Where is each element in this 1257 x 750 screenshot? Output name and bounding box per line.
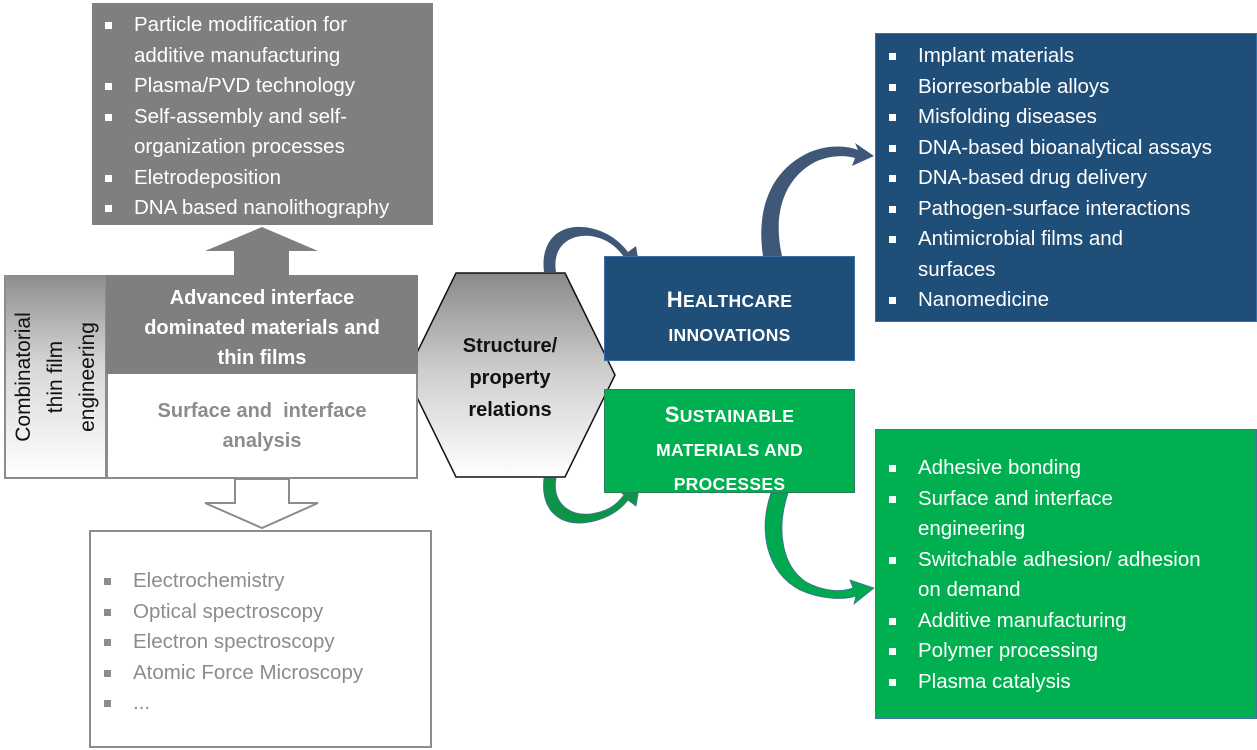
list-item: Switchable adhesion/ adhesion bbox=[876, 545, 1256, 576]
healthcare-title-line-2: INNOVATIONS bbox=[668, 325, 791, 345]
surface-analysis-line-1: Surface and interface bbox=[157, 400, 367, 422]
sustainable-topics-box: Adhesive bonding Surface and interface e… bbox=[875, 429, 1257, 719]
list-item: Electron spectroscopy bbox=[91, 627, 430, 658]
healthcare-innovations-box: HEALTHCARE INNOVATIONS bbox=[604, 256, 855, 361]
list-item: ... bbox=[91, 688, 430, 719]
combinatorial-engineering-box: Combinatorial thin film engineering bbox=[4, 275, 107, 479]
list-item: DNA based nanolithography bbox=[92, 193, 433, 224]
sustainable-title-line-2: MATERIALS AND bbox=[656, 440, 803, 460]
sustainable-topics-list: Adhesive bonding Surface and interface e… bbox=[876, 453, 1256, 697]
surface-analysis-line-2: analysis bbox=[222, 430, 302, 452]
combinatorial-line-3: engineering bbox=[75, 322, 99, 432]
analysis-methods-box: Electrochemistry Optical spectroscopy El… bbox=[89, 530, 432, 748]
healthcare-title-line-1: HEALTHCARE bbox=[666, 287, 793, 312]
list-item: Adhesive bonding bbox=[876, 453, 1256, 484]
healthcare-topics-list: Implant materials Biorresorbable alloys … bbox=[876, 41, 1256, 316]
list-item: Surface and interface bbox=[876, 484, 1256, 515]
list-item: DNA-based bioanalytical assays bbox=[876, 133, 1256, 164]
curved-arrow-to-healthcare-list-icon bbox=[761, 143, 874, 256]
fabrication-methods-box: Particle modification for additive manuf… bbox=[92, 3, 433, 225]
list-item: Pathogen-surface interactions bbox=[876, 194, 1256, 225]
list-item: Optical spectroscopy bbox=[91, 597, 430, 628]
hexagon-line-2: property bbox=[469, 367, 551, 389]
sustainable-title-line-3: PROCESSES bbox=[673, 474, 786, 494]
list-item: Antimicrobial films and bbox=[876, 224, 1256, 255]
list-item: Additive manufacturing bbox=[876, 606, 1256, 637]
list-item-continuation: on demand bbox=[918, 578, 1021, 601]
list-item: Atomic Force Microscopy bbox=[91, 658, 430, 689]
list-item: Biorresorbable alloys bbox=[876, 72, 1256, 103]
list-item: Particle modification for bbox=[92, 10, 433, 41]
curved-arrow-to-sustainable-list-icon bbox=[764, 492, 875, 606]
list-item: Implant materials bbox=[876, 41, 1256, 72]
hexagon-label: Structure/ property relations bbox=[408, 330, 612, 426]
list-item: Eletrodeposition bbox=[92, 163, 433, 194]
list-item-continuation: organization processes bbox=[134, 135, 345, 158]
advanced-materials-box: Advanced interface dominated materials a… bbox=[106, 275, 418, 375]
curved-arrow-to-healthcare-icon bbox=[543, 226, 640, 272]
combinatorial-line-1: Combinatorial bbox=[11, 312, 35, 442]
list-item-continuation: additive manufacturing bbox=[134, 43, 341, 67]
surface-analysis-box: Surface and interface analysis bbox=[106, 374, 418, 479]
list-item: Plasma catalysis bbox=[876, 667, 1256, 698]
list-item-continuation: engineering bbox=[918, 517, 1026, 540]
combinatorial-line-2: thin film bbox=[43, 340, 67, 414]
advanced-line-3: thin films bbox=[217, 347, 307, 369]
combinatorial-label: Combinatorial thin film engineering bbox=[8, 277, 104, 477]
up-arrow-icon bbox=[205, 227, 318, 276]
advanced-line-2: dominated materials and bbox=[144, 317, 380, 339]
advanced-line-1: Advanced interface bbox=[169, 287, 355, 309]
list-item: Electrochemistry bbox=[91, 566, 430, 597]
list-item: Misfolding diseases bbox=[876, 102, 1256, 133]
list-item: Self-assembly and self- bbox=[92, 102, 433, 133]
list-item: DNA-based drug delivery bbox=[876, 163, 1256, 194]
fabrication-methods-list: Particle modification for additive manuf… bbox=[92, 10, 433, 224]
list-item: Plasma/PVD technology bbox=[92, 71, 433, 102]
healthcare-topics-box: Implant materials Biorresorbable alloys … bbox=[875, 33, 1257, 322]
list-item: Polymer processing bbox=[876, 636, 1256, 667]
analysis-methods-list: Electrochemistry Optical spectroscopy El… bbox=[91, 566, 430, 719]
hexagon-line-3: relations bbox=[468, 399, 552, 421]
hexagon-line-1: Structure/ bbox=[462, 335, 558, 357]
down-arrow-icon bbox=[204, 478, 319, 530]
list-item-continuation: surfaces bbox=[918, 257, 996, 281]
sustainable-materials-box: SUSTAINABLE MATERIALS AND PROCESSES bbox=[604, 389, 855, 494]
sustainable-title-line-1: SUSTAINABLE bbox=[664, 402, 795, 427]
list-item: Nanomedicine bbox=[876, 285, 1256, 316]
